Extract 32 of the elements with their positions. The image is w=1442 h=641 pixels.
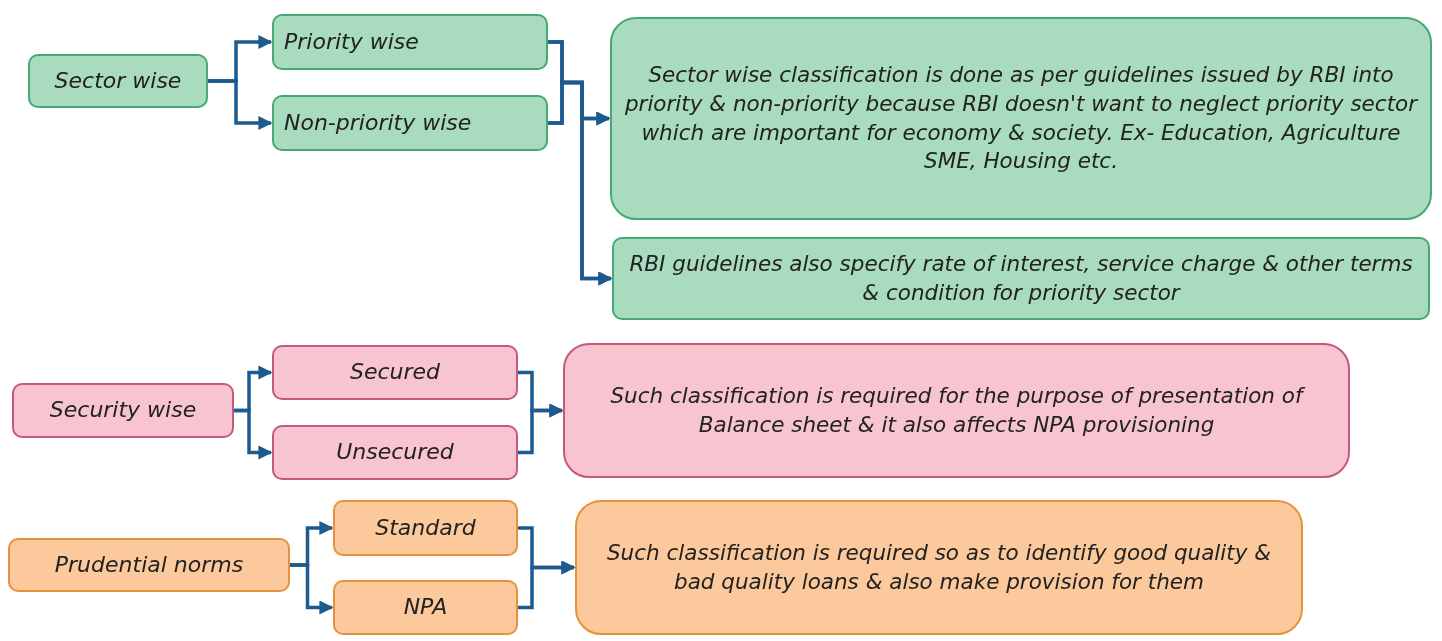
box-text: Security wise [49, 396, 197, 425]
box-text: RBI guidelines also specify rate of interest, service charge & other terms & condition for priority sector [628, 249, 1414, 307]
box-text: Such classification is required so as to identify good quality & bad quality loans & also make provision for them [605, 538, 1273, 596]
box-text: NPA [403, 593, 448, 622]
note-box [612, 237, 1430, 320]
box-text: Standard [375, 513, 476, 542]
connector-arrow [548, 80, 613, 286]
box-text: Secured [349, 358, 441, 387]
box-text: Non-priority wise [284, 108, 472, 137]
category-box [272, 14, 548, 70]
box-text: Sector wise [54, 66, 182, 95]
connector-arrow [290, 563, 334, 615]
note-box [575, 500, 1303, 635]
box-text: Such classification is required for the purpose of presentation of Balance sheet & it also affects NPA provisioning [575, 381, 1338, 440]
connector-arrow [518, 403, 564, 455]
note-box [610, 17, 1432, 220]
connector-arrow [518, 560, 576, 610]
note-box [563, 343, 1350, 478]
category-box [333, 500, 518, 556]
category-box [8, 538, 290, 592]
connector-arrow [234, 408, 273, 460]
box-text: Sector wise classification is done as per guidelines issued by RBI into priority & non-priority because RBI doesn't want to neglect priority sector which are important for economy & society. Ex- Education, Agriculture SME, Housing etc. [623, 61, 1419, 176]
box-text: Unsecured [336, 438, 454, 467]
box-text: Prudential norms [54, 550, 244, 579]
box-text: Priority wise [284, 27, 419, 56]
category-box [272, 345, 518, 400]
category-box [333, 580, 518, 635]
category-box [12, 383, 234, 438]
category-box [272, 95, 548, 151]
category-box [272, 425, 518, 480]
connector-arrow [208, 79, 273, 130]
category-box [28, 54, 208, 108]
